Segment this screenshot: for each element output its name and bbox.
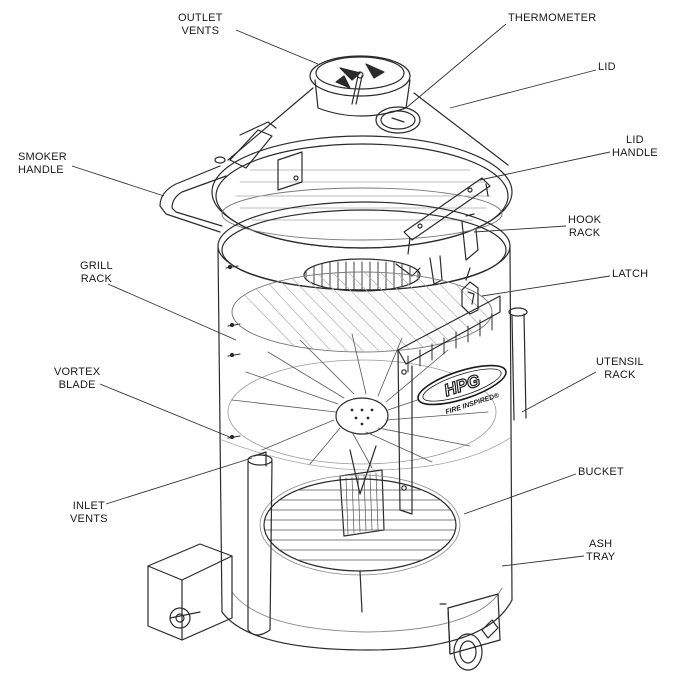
- leader-outlet-vents: [235, 29, 319, 65]
- label-lid: LID: [598, 61, 616, 73]
- leader-lines: [71, 23, 611, 567]
- label-smoker-handle: SMOKER HANDLE: [18, 151, 67, 176]
- brand-logo: HPG FIRE INSPIRED®: [417, 364, 507, 416]
- leader-hook-rack: [473, 225, 567, 233]
- utensil-rack: [397, 295, 528, 515]
- leader-utensil-rack: [521, 371, 597, 413]
- lid: [211, 87, 513, 249]
- smoker-handle: [159, 156, 227, 233]
- hook-rack: [461, 213, 479, 261]
- left-caster-box: [147, 543, 233, 641]
- label-hook-rack: HOOK RACK: [568, 214, 602, 239]
- leader-thermometer: [405, 23, 507, 109]
- label-bucket: BUCKET: [578, 466, 624, 478]
- ash-tray-grate: [259, 474, 461, 613]
- leader-grill-rack: [107, 283, 237, 341]
- label-utensil-rack: UTENSIL RACK: [596, 356, 644, 381]
- latch: [461, 267, 479, 315]
- grill-rack: [231, 271, 493, 353]
- leader-lid: [449, 69, 597, 109]
- leader-latch: [481, 275, 611, 297]
- label-inlet-vents: INLET VENTS: [70, 500, 108, 525]
- inlet-vent-tube: [247, 451, 273, 636]
- label-outlet-vents: OUTLET VENTS: [178, 12, 223, 37]
- bucket: [217, 201, 513, 651]
- thermometer: [375, 106, 421, 134]
- outlet-vents: [309, 55, 411, 117]
- leader-smoker-handle: [71, 165, 165, 197]
- label-vortex-blade: VORTEX BLADE: [54, 366, 101, 391]
- label-thermometer: THERMOMETER: [508, 12, 597, 24]
- label-grill-rack: GRILL RACK: [80, 260, 113, 285]
- leader-inlet-vents: [105, 457, 253, 505]
- lid-handle: [403, 177, 491, 255]
- leader-ash-tray: [501, 555, 585, 567]
- label-lid-handle: LID HANDLE: [612, 134, 658, 159]
- label-latch: LATCH: [612, 268, 649, 280]
- coal-basket: [339, 445, 385, 537]
- label-ash-tray: ASH TRAY: [586, 538, 616, 563]
- leader-vortex-blade: [99, 383, 233, 439]
- leader-bucket: [463, 473, 577, 515]
- leader-lid-handle: [479, 151, 611, 181]
- right-caster: [439, 593, 501, 671]
